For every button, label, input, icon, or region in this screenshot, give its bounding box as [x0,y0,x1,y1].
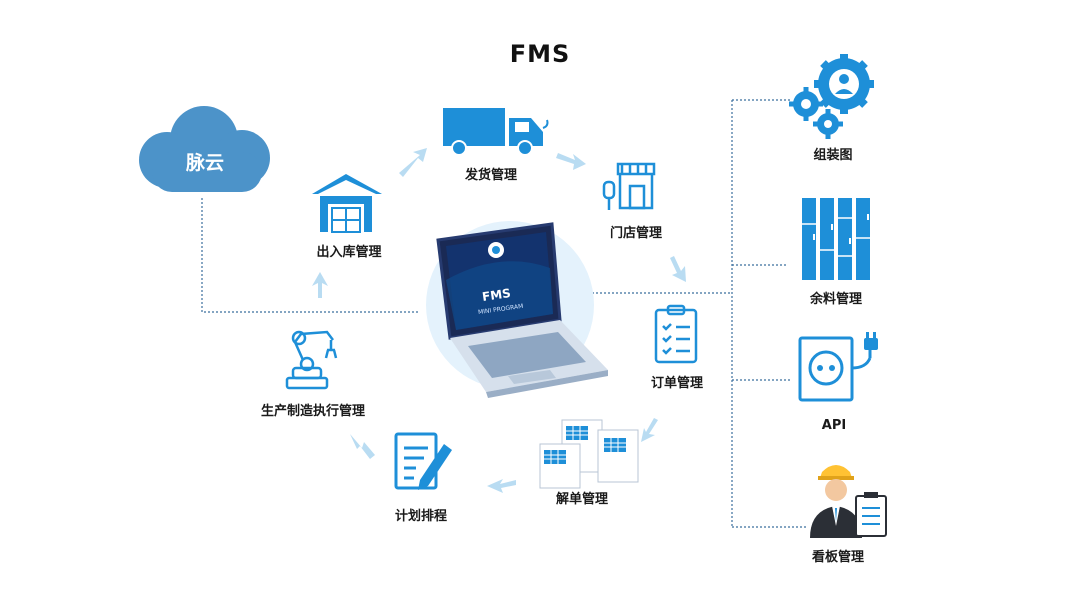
laptop-illustration [426,221,608,398]
clipboard-icon [654,304,698,364]
remnant-label: 余料管理 [809,292,863,307]
document-pen-icon [394,432,452,490]
robot-arm-icon [285,330,338,390]
shipping-label: 发货管理 [464,168,518,183]
mes-label: 生产制造执行管理 [260,404,366,419]
order-label: 订单管理 [650,376,704,391]
gears-icon [789,54,874,139]
warehouse-label: 出入库管理 [316,245,382,260]
worker-icon [810,465,887,538]
api-label: API [821,418,847,433]
store-label: 门店管理 [609,226,663,241]
page-title: FMS [509,40,571,68]
assembly-label: 组装图 [813,148,853,163]
warehouse-icon [312,174,382,233]
store-icon [602,162,656,210]
kanban-label: 看板管理 [811,550,865,565]
truck-icon [443,108,549,156]
split-order-label: 解单管理 [555,492,609,507]
cloud-icon [139,106,270,192]
spreadsheet-icon [539,419,639,489]
cloud-label: 脉云 [185,152,225,174]
planning-label: 计划排程 [394,509,448,524]
panel-boards-icon [802,198,870,280]
power-socket-icon [798,332,878,402]
